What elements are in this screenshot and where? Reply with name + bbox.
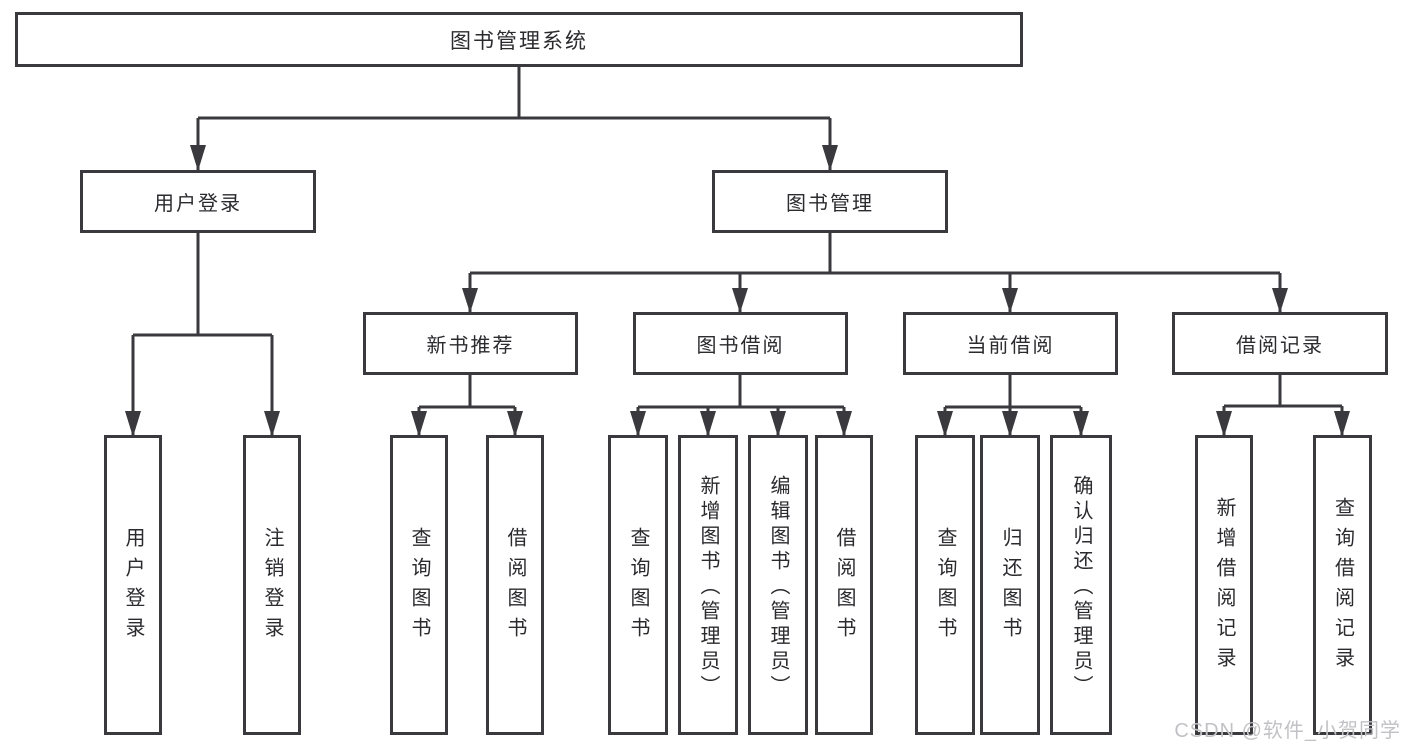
- arrowhead-g3-leaf1: [937, 411, 953, 437]
- connector-user-login: [131, 233, 274, 435]
- arrowhead-new-book-recommend: [462, 288, 478, 313]
- arrowhead-g4-leaf2: [1334, 411, 1350, 437]
- leaf-logout: 注销登录: [243, 435, 301, 735]
- arrowhead-book-management: [822, 145, 838, 171]
- arrowhead-g3-leaf2: [1002, 411, 1018, 437]
- arrowhead-g1-leaf2: [507, 411, 523, 437]
- node-user-login-branch: 用户登录: [80, 170, 316, 233]
- leaf-add-books-admin: 新增图书（管理员）: [678, 435, 738, 735]
- arrowhead-current-borrow: [1002, 288, 1018, 313]
- node-book-management-branch: 图书管理: [712, 170, 948, 233]
- connector-book-borrow: [636, 375, 846, 435]
- connector-book-management: [468, 233, 1282, 312]
- connector-root: [196, 67, 832, 170]
- connector-new-book-recommend: [417, 375, 517, 435]
- arrowhead-g1-leaf1: [411, 411, 427, 437]
- arrowhead-book-borrow: [732, 288, 748, 313]
- csdn-watermark: CSDN @软件_小贺同学: [1174, 720, 1401, 742]
- node-borrow-record: 借阅记录: [1172, 312, 1388, 375]
- leaf-query-borrow-record: 查询借阅记录: [1313, 435, 1372, 735]
- leaf-query-books-current: 查询图书: [915, 435, 975, 735]
- leaf-query-books-recommend: 查询图书: [390, 435, 448, 735]
- node-current-borrow: 当前借阅: [903, 312, 1118, 375]
- node-library-management-system: 图书管理系统: [15, 12, 1023, 67]
- leaf-query-books-borrow: 查询图书: [608, 435, 668, 735]
- leaf-borrow-books: 借阅图书: [815, 435, 873, 735]
- arrowhead-login-leaf: [125, 411, 141, 437]
- leaf-user-login: 用户登录: [104, 435, 162, 735]
- connector-borrow-record: [1222, 375, 1344, 435]
- arrowhead-borrow-record: [1272, 288, 1288, 313]
- arrowhead-g2-leaf4: [836, 411, 852, 437]
- arrowhead-g3-leaf3: [1073, 411, 1089, 437]
- leaf-confirm-return-admin: 确认归还（管理员）: [1050, 435, 1112, 735]
- arrowhead-logout-leaf: [264, 411, 280, 437]
- arrowhead-g4-leaf1: [1216, 411, 1232, 437]
- arrowhead-g2-leaf3: [770, 411, 786, 437]
- arrowhead-g2-leaf1: [630, 411, 646, 437]
- leaf-add-borrow-record: 新增借阅记录: [1195, 435, 1253, 735]
- arrowhead-g2-leaf2: [700, 411, 716, 437]
- leaf-edit-books-admin: 编辑图书（管理员）: [748, 435, 808, 735]
- leaf-borrow-books-recommend: 借阅图书: [486, 435, 544, 735]
- leaf-return-books: 归还图书: [980, 435, 1040, 735]
- arrowhead-user-login: [190, 145, 206, 171]
- node-book-borrow: 图书借阅: [633, 312, 848, 375]
- node-new-book-recommend: 新书推荐: [363, 312, 578, 375]
